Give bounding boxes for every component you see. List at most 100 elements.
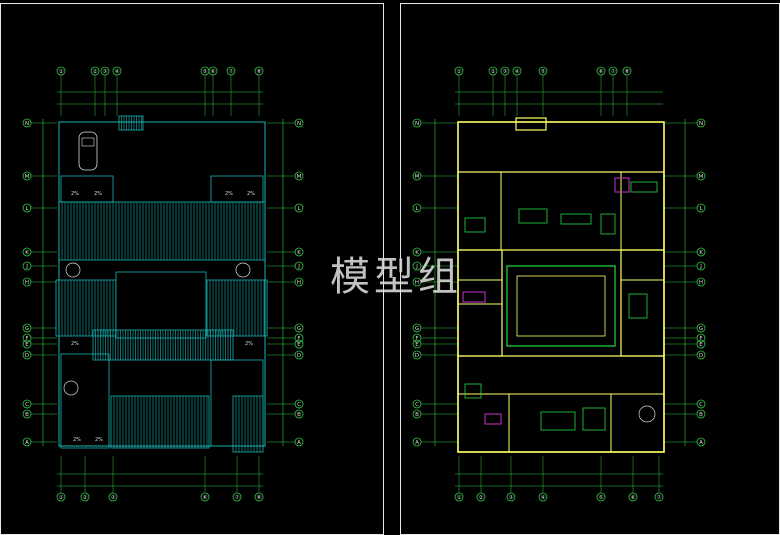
- furniture-piece: [464, 383, 482, 399]
- left-axis-8-label: E: [25, 342, 29, 348]
- slope-label: 2%: [94, 191, 102, 197]
- left-axis-10-label: C: [415, 402, 419, 408]
- top-axis-1-label: ②: [93, 68, 98, 75]
- left-axis-5-label: H: [25, 280, 29, 286]
- main-hall-walls: [457, 171, 665, 251]
- right-axis-10-label: C: [699, 402, 703, 408]
- left-axis-6-label: G: [415, 326, 419, 332]
- right-axis-4-label: J: [297, 264, 300, 270]
- bottom-axis-5-label: ⑥: [631, 495, 636, 501]
- bottom-axis-6-label: ⑦: [657, 494, 662, 501]
- left-axis-4-label: J: [25, 264, 28, 270]
- left-axis-5-label: H: [415, 280, 419, 286]
- right-axis-2-label: L: [297, 206, 301, 212]
- top-axis-1-label: ②: [491, 68, 496, 75]
- left-axis-8-label: E: [415, 342, 419, 348]
- left-axis-9-label: D: [415, 353, 419, 359]
- watermark-text: 模型组: [330, 254, 462, 300]
- right-axis-5-label: H: [699, 280, 703, 286]
- left-axis-11-label: B: [25, 412, 29, 418]
- right-axis-8-label: E: [699, 342, 703, 348]
- tree-symbol: [65, 262, 81, 278]
- west-wing-walls: [457, 249, 503, 357]
- top-axis-7-label: ⑧: [257, 69, 262, 75]
- south-hall-roof-outline: [110, 395, 210, 449]
- tree-symbol: [235, 262, 251, 278]
- left-axis-7-label: F: [25, 336, 28, 342]
- top-axis-3-label: ④: [515, 69, 520, 75]
- left-axis-1-label: M: [25, 174, 30, 180]
- furniture-piece: [540, 411, 576, 431]
- right-axis-12-label: A: [297, 440, 301, 446]
- top-axis-5-label: ⑥: [599, 69, 604, 75]
- left-axis-11-label: B: [415, 412, 419, 418]
- bottom-axis-4-label: ⑦: [235, 494, 240, 501]
- courtyard-corridor: [506, 265, 616, 347]
- right-axis-5-label: H: [297, 280, 301, 286]
- left-axis-12-label: A: [25, 440, 29, 446]
- bottom-axis-5-label: ⑧: [257, 495, 262, 501]
- bottom-axis-3-label: ⑥: [203, 495, 208, 501]
- top-axis-0-label: ①: [59, 69, 64, 75]
- furniture-piece: [464, 217, 486, 233]
- left-axis-7-label: F: [415, 336, 418, 342]
- wing-ne: [210, 175, 264, 203]
- wing-nw: [60, 175, 114, 203]
- top-axis-0-label: ①: [457, 69, 462, 75]
- right-axis-6-label: G: [699, 326, 703, 332]
- right-axis-9-label: D: [699, 353, 703, 359]
- car-windshield: [81, 137, 95, 147]
- slope-label: 2%: [247, 191, 255, 197]
- bottom-axis-2-label: ③: [509, 495, 514, 501]
- left-axis-10-label: C: [25, 402, 29, 408]
- left-axis-3-label: K: [415, 250, 419, 256]
- right-axis-11-label: B: [297, 412, 301, 418]
- right-axis-2-label: L: [699, 206, 703, 212]
- east-wing-walls: [620, 249, 665, 357]
- main-hall-roof-outline: [58, 201, 266, 261]
- right-axis-12-label: A: [699, 440, 703, 446]
- slope-label: 2%: [71, 341, 79, 347]
- slope-label: 2%: [73, 437, 81, 443]
- bathroom-fixture: [614, 177, 630, 193]
- bottom-axis-2-label: ③: [111, 495, 116, 501]
- right-axis-10-label: C: [297, 402, 301, 408]
- furniture-piece: [582, 407, 606, 431]
- bottom-axis-1-label: ②: [479, 494, 484, 501]
- bottom-axis-3-label: ④: [541, 495, 546, 501]
- entrance-gate: [515, 117, 547, 131]
- left-axis-9-label: D: [25, 353, 29, 359]
- right-axis-7-label: F: [699, 336, 702, 342]
- right-axis-11-label: B: [699, 412, 703, 418]
- south-block-walls: [457, 355, 665, 453]
- slope-label: 2%: [225, 191, 233, 197]
- right-axis-0-label: N: [297, 121, 301, 127]
- left-axis-4-label: J: [415, 264, 418, 270]
- furniture-piece: [630, 181, 658, 193]
- top-axis-6-label: ⑦: [229, 68, 234, 75]
- bottom-axis-0-label: ①: [457, 495, 462, 501]
- furniture-piece: [628, 293, 648, 319]
- bathroom-fixture: [484, 413, 502, 425]
- right-axis-6-label: G: [297, 326, 301, 332]
- left-axis-2-label: L: [415, 206, 419, 212]
- top-axis-7-label: ⑧: [625, 69, 630, 75]
- left-axis-0-label: N: [25, 121, 29, 127]
- furniture-piece: [560, 213, 592, 225]
- right-axis-3-label: K: [699, 250, 703, 256]
- left-axis-12-label: A: [415, 440, 419, 446]
- top-axis-5-label: ⑥: [211, 69, 216, 75]
- furniture-piece: [600, 213, 616, 235]
- right-axis-4-label: J: [699, 264, 702, 270]
- right-axis-0-label: N: [699, 121, 703, 127]
- southwest-yard: [60, 353, 110, 449]
- top-axis-2-label: ③: [103, 69, 108, 75]
- right-axis-7-label: F: [297, 336, 300, 342]
- left-axis-6-label: G: [25, 326, 29, 332]
- right-axis-8-label: E: [297, 342, 301, 348]
- gate-roof-outline: [118, 115, 144, 131]
